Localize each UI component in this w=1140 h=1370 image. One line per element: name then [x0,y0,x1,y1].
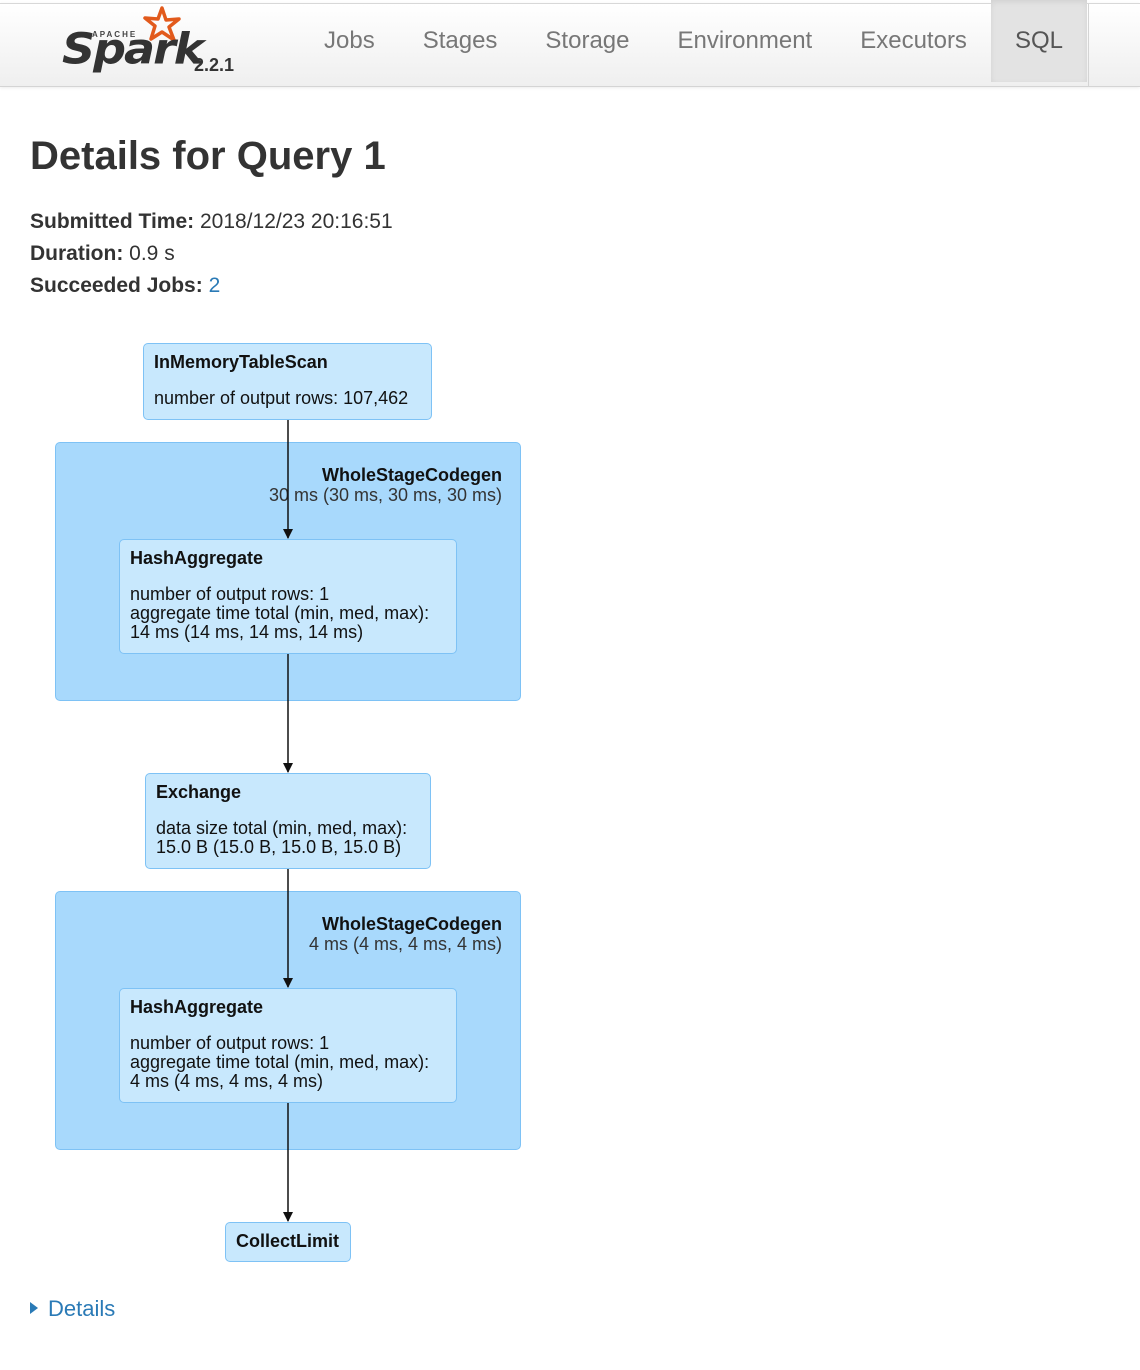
metric-line: number of output rows: 107,462 [154,388,409,408]
page-title: Details for Query 1 [30,134,386,178]
duration-row: Duration: 0.9 s [30,238,393,270]
brand-apache-label: APACHE [92,30,138,39]
metric-line: number of output rows: 1 [130,1033,330,1053]
spark-logo[interactable]: APACHE Spark 2.2.1 [60,6,250,80]
node-title: Exchange [156,782,242,802]
node-exchange[interactable]: Exchange data size total (min, med, max)… [145,773,431,869]
node-title: HashAggregate [130,548,264,568]
brand-name: Spark [62,24,204,74]
metric-line: aggregate time total (min, med, max): [130,603,430,623]
cluster-label: WholeStageCodegen 4 ms (4 ms, 4 ms, 4 ms… [309,914,502,954]
metric-line: aggregate time total (min, med, max): [130,1052,430,1072]
cluster-name: WholeStageCodegen [321,914,502,934]
submitted-time-value: 2018/12/23 20:16:51 [199,210,393,233]
plan-edges [283,420,293,1222]
node-title: HashAggregate [130,997,264,1017]
succeeded-jobs-row: Succeeded Jobs: 2 [30,270,393,302]
succeeded-job-link[interactable]: 2 [208,274,221,297]
tab-stages[interactable]: Stages [422,27,498,54]
submitted-time-label: Submitted Time: [30,210,195,233]
metric-line: data size total (min, med, max): [156,818,408,838]
tab-environment[interactable]: Environment [677,27,813,54]
node-title: CollectLimit [236,1231,340,1251]
cluster-time: 4 ms (4 ms, 4 ms, 4 ms) [308,934,502,954]
top-navbar: APACHE Spark 2.2.1 Jobs Stages Storage E… [0,0,1140,87]
cluster-time: 30 ms (30 ms, 30 ms, 30 ms) [268,485,502,505]
details-toggle[interactable]: Details [30,1296,115,1322]
node-collectlimit[interactable]: CollectLimit [225,1222,351,1262]
nav-divider [1088,4,1089,86]
tab-sql[interactable]: SQL [990,0,1087,82]
duration-value: 0.9 s [129,242,175,265]
metric-line: 4 ms (4 ms, 4 ms, 4 ms) [130,1071,324,1091]
node-metrics: number of output rows: 107,462 [154,389,421,408]
expand-arrow-icon [30,1302,38,1314]
spark-version: 2.2.1 [194,55,235,75]
submitted-time-row: Submitted Time: 2018/12/23 20:16:51 [30,206,393,238]
metric-line: 14 ms (14 ms, 14 ms, 14 ms) [130,622,364,642]
metric-line: number of output rows: 1 [130,584,330,604]
node-title: InMemoryTableScan [154,352,328,372]
node-hashaggregate-1[interactable]: HashAggregate number of output rows: 1 a… [119,539,457,654]
nav-tabs: Jobs Stages Storage Environment Executor… [300,0,1087,86]
duration-label: Duration: [30,242,124,265]
details-label: Details [48,1296,116,1321]
metric-line: 15.0 B (15.0 B, 15.0 B, 15.0 B) [156,837,402,857]
cluster-name: WholeStageCodegen [321,465,502,485]
node-inmemorytablescan[interactable]: InMemoryTableScan number of output rows:… [143,343,432,420]
plan-graph: WholeStageCodegen 30 ms (30 ms, 30 ms, 3… [0,330,640,1280]
cluster-label: WholeStageCodegen 30 ms (30 ms, 30 ms, 3… [269,465,502,505]
node-hashaggregate-2[interactable]: HashAggregate number of output rows: 1 a… [119,988,457,1103]
succeeded-jobs-label: Succeeded Jobs: [30,274,203,297]
node-metrics: data size total (min, med, max): 15.0 B … [156,819,420,857]
tab-executors[interactable]: Executors [860,27,967,54]
node-metrics: number of output rows: 1 aggregate time … [130,585,446,642]
query-summary: Submitted Time: 2018/12/23 20:16:51 Dura… [30,206,393,302]
node-metrics: number of output rows: 1 aggregate time … [130,1034,446,1091]
spark-star-icon [143,6,181,42]
tab-jobs[interactable]: Jobs [324,27,375,54]
tab-storage[interactable]: Storage [545,27,630,54]
